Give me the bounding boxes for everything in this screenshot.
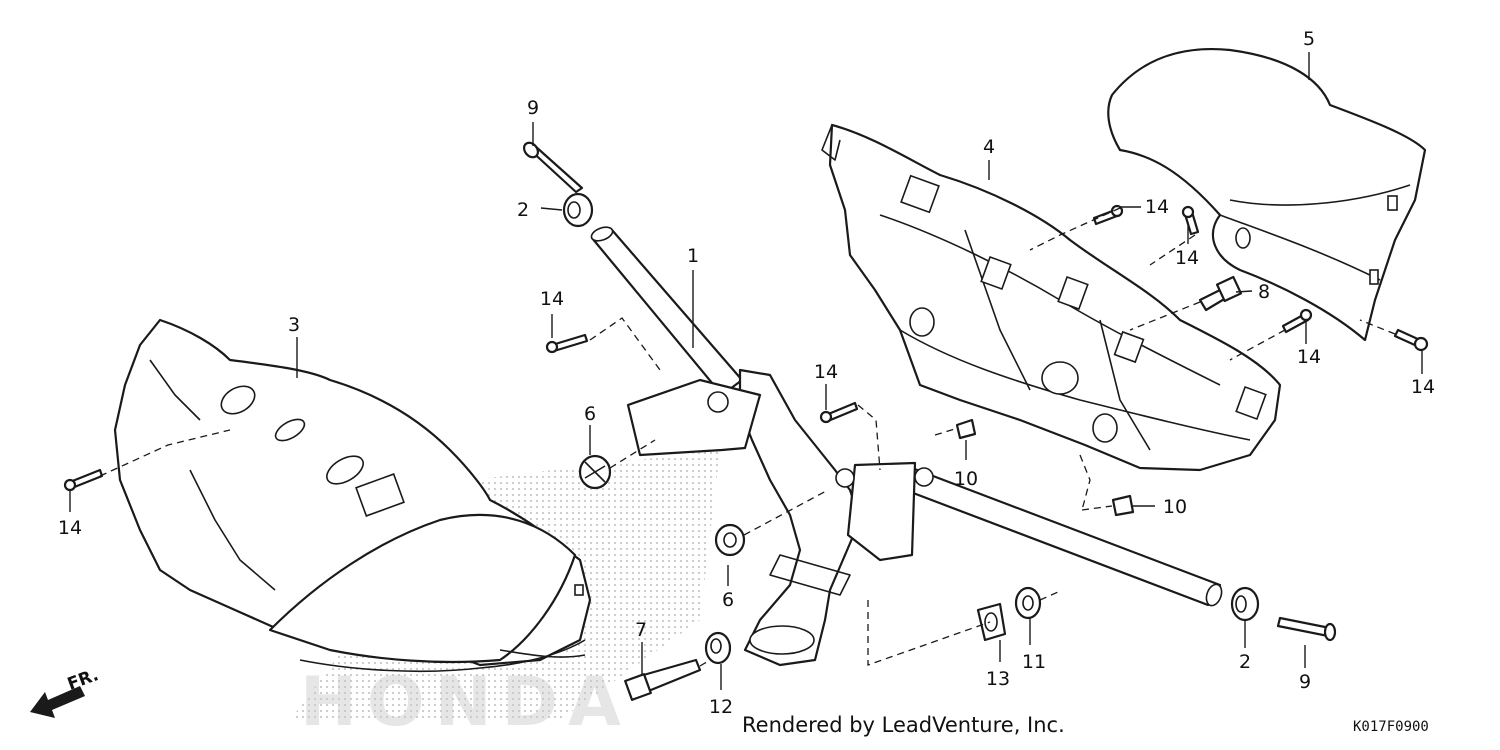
callout-2-lower: 2 <box>1239 651 1251 673</box>
callout-14-top-b: 14 <box>1175 247 1199 269</box>
callout-2-upper: 2 <box>517 199 529 221</box>
callout-13: 13 <box>986 668 1010 690</box>
front-direction-arrow: FR. <box>30 665 101 718</box>
direction-label: FR. <box>65 665 101 695</box>
rubber-part-2-lower <box>1230 586 1260 622</box>
callout-14-right: 14 <box>1297 346 1321 368</box>
clip-part-10-lower <box>1111 494 1135 517</box>
front-cover-part-5 <box>1107 48 1427 342</box>
screw-part-14-left <box>63 468 104 492</box>
callout-7: 7 <box>635 619 647 641</box>
assembly-lines <box>99 207 1396 667</box>
rubber-part-2-upper <box>562 192 594 228</box>
callout-6-lower: 6 <box>722 589 734 611</box>
bolt-part-8 <box>1198 275 1243 312</box>
callout-5: 5 <box>1303 28 1315 50</box>
nut-part-11 <box>1014 586 1042 620</box>
clip-part-10-upper <box>955 418 977 440</box>
callout-1: 1 <box>687 245 699 267</box>
rubber-part-6-lower <box>714 523 746 557</box>
screw-part-14-upper-center <box>545 333 589 354</box>
callout-14-left: 14 <box>58 517 82 539</box>
callout-11: 11 <box>1022 651 1046 673</box>
callout-labels: 1 2 2 3 4 5 6 6 7 8 9 9 10 10 11 12 13 1… <box>58 28 1435 718</box>
callout-6-left: 6 <box>584 403 596 425</box>
screw-part-14-right-5 <box>1393 328 1429 352</box>
callout-14-center: 14 <box>814 361 838 383</box>
bolt-part-7 <box>624 658 702 701</box>
leader-lines <box>69 52 1423 690</box>
callout-12: 12 <box>709 696 733 718</box>
handlebar-part-1 <box>590 226 1223 667</box>
rear-cover-part-4 <box>821 123 1282 472</box>
bolt-part-9-lower <box>1276 616 1337 642</box>
callout-3: 3 <box>288 314 300 336</box>
screw-part-14-top-4b <box>1181 205 1200 236</box>
spacer-part-13 <box>976 602 1007 642</box>
callout-9-upper: 9 <box>527 97 539 119</box>
front-cover-part-3 <box>113 318 592 673</box>
figure-code: K017F0900 <box>1353 719 1429 735</box>
callout-9-lower: 9 <box>1299 671 1311 693</box>
screw-part-14-center <box>819 401 859 424</box>
callout-10-upper: 10 <box>954 468 978 490</box>
bolt-part-9-upper <box>523 141 584 194</box>
callout-8: 8 <box>1258 281 1270 303</box>
rubber-part-6-left <box>578 454 612 490</box>
callout-4: 4 <box>983 136 995 158</box>
callout-14-top-a: 14 <box>1145 196 1169 218</box>
collar-part-12 <box>704 631 732 665</box>
screw-part-14-right-4 <box>1281 308 1313 334</box>
footer-credit: Rendered by LeadVenture, Inc. <box>742 713 1065 737</box>
callout-14-upper-center: 14 <box>540 288 564 310</box>
callout-10-lower: 10 <box>1163 496 1187 518</box>
callout-14-far-right: 14 <box>1411 376 1435 398</box>
